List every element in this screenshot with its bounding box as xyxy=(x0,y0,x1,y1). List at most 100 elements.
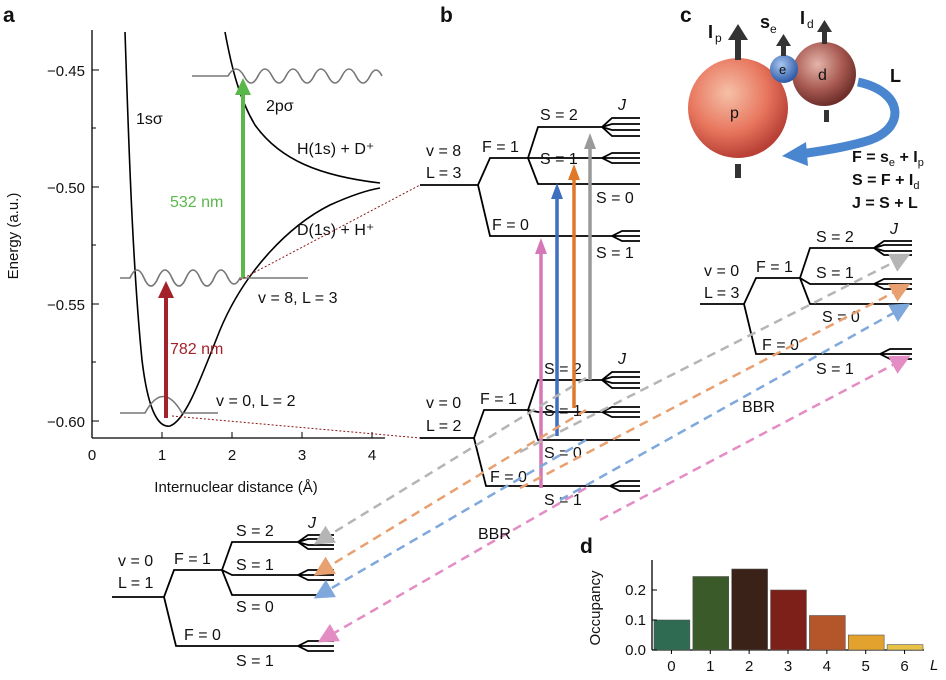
Ip-subscript: p xyxy=(715,31,722,45)
bottom-S1-label: S = 1 xyxy=(236,557,274,574)
panel-a-potential-curves: −0.45 −0.50 −0.55 −0.60 0 1 2 3 4 Intern… xyxy=(5,30,421,496)
lower-S1b-label: S = 1 xyxy=(544,492,582,509)
x-tick-label: 2 xyxy=(228,447,236,464)
bbr-arrow-orange-2 xyxy=(519,283,911,490)
occupancy-bar xyxy=(653,619,691,651)
upper-F1-label: F = 1 xyxy=(482,139,519,156)
x-tick-label: 1 xyxy=(158,447,166,464)
right-S1b-label: S = 1 xyxy=(816,361,854,378)
zoom-line-lower xyxy=(171,415,421,439)
y-tick-label: −0.45 xyxy=(47,63,85,80)
curve-label-1s: 1sσ xyxy=(136,111,163,128)
lower-J-label: J xyxy=(617,351,627,368)
upper-v-label: v = 8 xyxy=(426,143,461,160)
lower-F0-label: F = 0 xyxy=(490,469,527,486)
deuteron-sphere xyxy=(792,42,856,106)
laser-532-label: 532 nm xyxy=(170,194,223,211)
upper-L-label: L = 3 xyxy=(426,165,462,182)
upper-J-label: J xyxy=(617,97,627,114)
x-tick-label: 3 xyxy=(298,447,306,464)
panel-label-d: d xyxy=(580,535,593,558)
bbr-label-left: BBR xyxy=(478,526,511,543)
L-label: L xyxy=(890,66,901,86)
Ip-label: I xyxy=(708,22,713,42)
wavefunction-2p-continuum xyxy=(192,68,383,84)
level-block-v8-L3: v = 8 L = 3 F = 1 F = 0 S = 2 S = 1 S = … xyxy=(420,97,640,262)
upper-F0-label: F = 0 xyxy=(492,217,529,234)
bottom-L-label: L = 1 xyxy=(118,575,154,592)
occupancy-bar xyxy=(886,644,924,651)
y-axis-label: Energy (a.u.) xyxy=(5,193,22,280)
chart-y-tick-label: 0.0 xyxy=(625,642,646,659)
deuteron-label: d xyxy=(818,67,827,84)
curve-1s-sigma xyxy=(124,31,381,427)
right-J-label: J xyxy=(889,221,899,238)
chart-x-tick-label: 3 xyxy=(784,658,792,675)
Id-subscript: d xyxy=(807,17,814,31)
se-subscript: e xyxy=(770,22,777,36)
chart-x-label: L xyxy=(930,657,938,674)
lower-F1-label: F = 1 xyxy=(480,391,517,408)
x-tick-label: 0 xyxy=(88,447,96,464)
bottom-J-label: J xyxy=(307,515,317,532)
lower-v-label: v = 0 xyxy=(426,395,461,412)
right-S1-label: S = 1 xyxy=(816,265,854,282)
y-tick-label: −0.55 xyxy=(47,297,85,314)
se-label: s xyxy=(760,12,770,32)
orbital-angular-momentum-arrow xyxy=(799,77,900,159)
x-tick-label: 4 xyxy=(368,447,376,464)
chart-y-label: Occupancy xyxy=(587,570,604,646)
upper-S2-label: S = 2 xyxy=(540,107,578,124)
level-block-v0-L2: v = 0 L = 2 F = 1 F = 0 S = 2 S = 1 S = … xyxy=(420,351,640,509)
bottom-v-label: v = 0 xyxy=(118,553,153,570)
chart-y-tick-label: 0.1 xyxy=(625,612,646,629)
chart-y-tick-label: 0.2 xyxy=(625,582,646,599)
curve-2p-sigma xyxy=(224,31,381,184)
panel-label-a: a xyxy=(3,4,15,27)
asymptote-lower-label: D(1s) + H⁺ xyxy=(297,222,374,239)
chart-x-tick-label: 4 xyxy=(823,658,831,675)
state-v0-label: v = 0, L = 2 xyxy=(216,393,296,410)
bbr-dashed-arrows: BBR BBR xyxy=(313,253,911,643)
bbr-arrow-gray-1 xyxy=(313,376,587,545)
curve-label-2p: 2pσ xyxy=(266,98,294,115)
proton-label: p xyxy=(730,105,739,122)
wavefunction-v0 xyxy=(120,395,218,414)
zoom-line-upper xyxy=(239,184,421,281)
upper-S1-label: S = 1 xyxy=(540,151,578,168)
bbr-arrow-blue-1 xyxy=(313,438,587,599)
right-v-label: v = 0 xyxy=(704,263,739,280)
bbr-arrow-pink-1 xyxy=(317,486,587,643)
Id-label: I xyxy=(800,8,805,28)
bbr-arrow-blue-2 xyxy=(559,303,911,502)
right-F0-label: F = 0 xyxy=(762,337,799,354)
proton-sphere xyxy=(688,58,788,158)
upper-S0-label: S = 0 xyxy=(596,190,634,207)
panel-c-spin-diagram: p e d I p s e I d L F = se + Ip S = F + … xyxy=(688,8,924,212)
upper-S1b-label: S = 1 xyxy=(596,245,634,262)
occupancy-bar xyxy=(692,576,730,651)
bottom-S0-label: S = 0 xyxy=(236,599,274,616)
level-block-v0-L1: v = 0 L = 1 F = 1 F = 0 S = 2 S = 1 S = … xyxy=(112,515,334,670)
wavefunction-v8 xyxy=(120,269,308,287)
electron-spin-arrow xyxy=(776,34,791,46)
right-F1-label: F = 1 xyxy=(756,259,793,276)
lower-S2-label: S = 2 xyxy=(544,361,582,378)
occupancy-bar xyxy=(770,589,807,651)
proton-spin-arrow xyxy=(728,24,748,40)
bbr-arrow-orange-1 xyxy=(313,408,587,576)
bbr-arrow-gray-2 xyxy=(519,253,911,454)
electron-label: e xyxy=(779,62,786,77)
chart-x-tick-label: 1 xyxy=(706,658,714,675)
chart-x-tick-label: 2 xyxy=(745,658,753,675)
chart-x-tick-label: 0 xyxy=(667,658,675,675)
panel-label-c: c xyxy=(680,4,692,27)
bbr-label-right: BBR xyxy=(742,399,775,416)
chart-x-tick-label: 5 xyxy=(862,658,870,675)
y-tick-label: −0.50 xyxy=(47,180,85,197)
lower-S1-label: S = 1 xyxy=(544,403,582,420)
bottom-F0-label: F = 0 xyxy=(184,627,221,644)
occupancy-bar xyxy=(847,634,885,651)
